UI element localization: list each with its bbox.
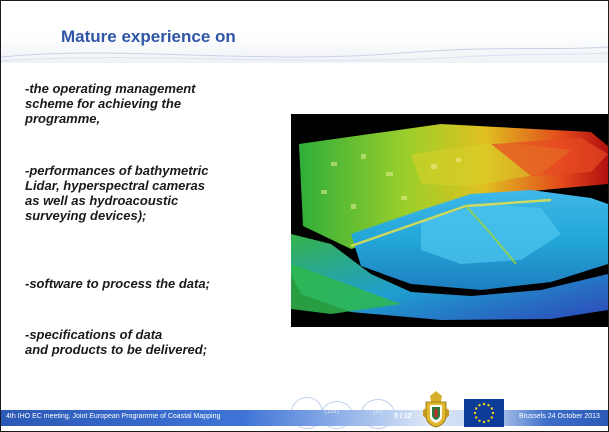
eu-flag-logo xyxy=(464,399,504,427)
lidar-point-cloud-graphic xyxy=(291,114,608,327)
footer-ghost-label: (1B) xyxy=(324,406,340,415)
bullet-item: -software to process the data; xyxy=(25,276,210,291)
bullet-item: -the operating management scheme for ach… xyxy=(25,81,196,126)
bullet-item: -performances of bathymetric Lidar, hype… xyxy=(25,163,209,223)
footer-bar xyxy=(1,410,608,426)
bullet-item: -specifications of data and products to … xyxy=(25,327,208,357)
footer: (1B) (0) 4th IHO EC meeting, Joint Europ… xyxy=(1,375,608,431)
hydrographic-crest-logo xyxy=(423,391,449,428)
slide-title: Mature experience on xyxy=(61,27,236,46)
footer-ghost-label: (0) xyxy=(373,406,383,415)
footer-meeting-text: 4th IHO EC meeting, Joint European Progr… xyxy=(6,413,221,420)
page-number: 5 / 12 xyxy=(394,413,412,420)
lidar-point-cloud-image xyxy=(291,114,608,327)
title-band-waves xyxy=(1,46,608,62)
title-band: Mature experience on xyxy=(1,1,608,63)
footer-date: Brussels 24 October 2013 xyxy=(519,413,600,420)
